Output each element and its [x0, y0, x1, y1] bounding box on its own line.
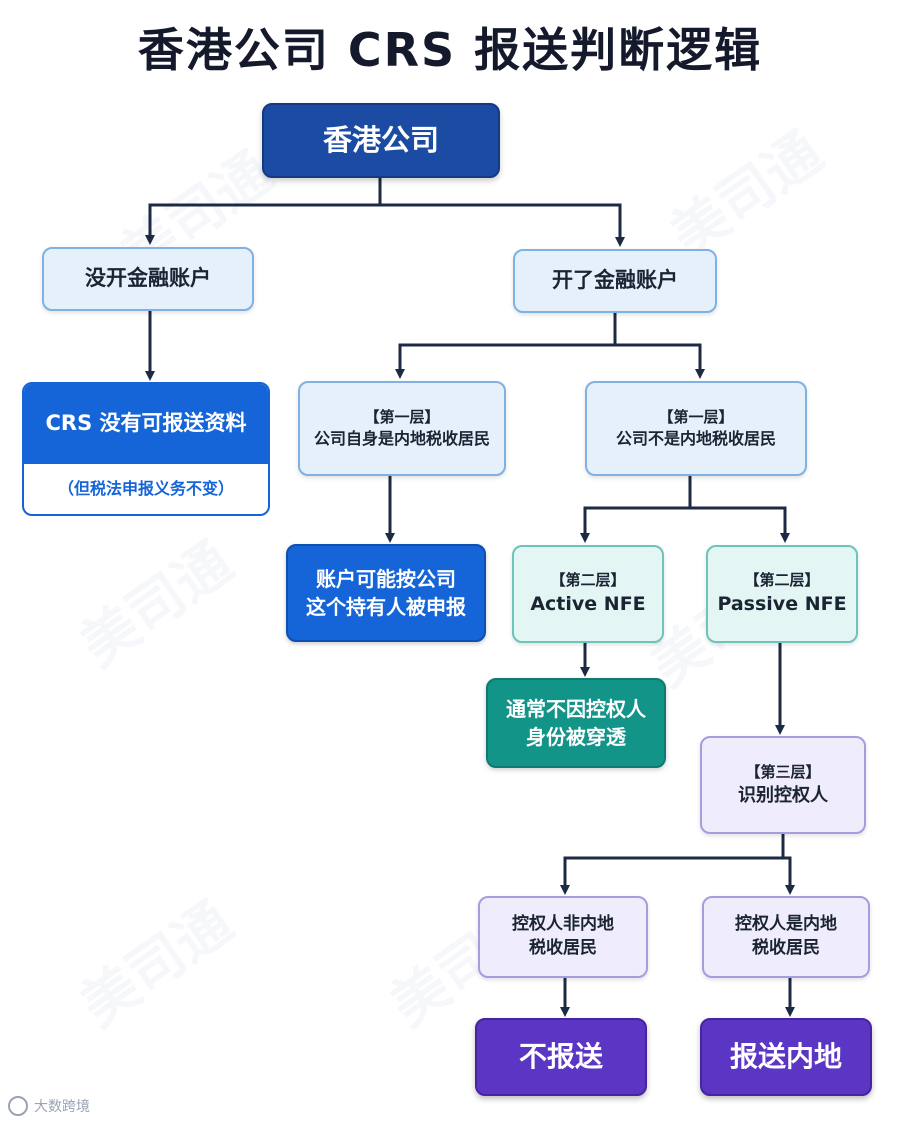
connector-layer1-right — [580, 476, 692, 543]
connector-root-split — [145, 178, 382, 245]
diagram-title: 香港公司 CRS 报送判断逻辑 — [137, 23, 763, 77]
not-lookthrough-node: 通常不因控权人 身份被穿透 — [486, 678, 666, 768]
connector-account-split — [395, 313, 617, 379]
controller-yes-line1: 控权人是内地 — [735, 914, 837, 935]
connector-root-split — [380, 203, 625, 247]
report-company-line2: 这个持有人被申报 — [306, 595, 466, 619]
controller-non-line1: 控权人非内地 — [512, 914, 614, 935]
no-account-node: 没开金融账户 — [42, 247, 254, 311]
no-report-note: （但税法申报义务不变） — [57, 478, 234, 498]
passive-nfe-node: 【第二层】 Passive NFE — [706, 545, 858, 643]
result-no-report-node: 不报送 — [475, 1018, 647, 1096]
not-lookthrough-line1: 通常不因控权人 — [506, 697, 646, 721]
layer1-left-label: 公司自身是内地税收居民 — [313, 428, 490, 448]
no-report-node: CRS 没有可报送资料 （但税法申报义务不变） — [22, 382, 270, 516]
layer2-tag: 【第二层】 — [744, 571, 820, 590]
root-label: 香港公司 — [322, 123, 439, 158]
no-account-label: 没开金融账户 — [85, 266, 211, 291]
result-yes-label: 报送内地 — [729, 1040, 842, 1074]
layer1-tag: 【第一层】 — [658, 407, 734, 426]
layer1-right-label: 公司不是内地税收居民 — [615, 428, 776, 448]
passive-nfe-label: Passive NFE — [717, 593, 847, 616]
connector-account-split — [615, 343, 705, 379]
has-account-label: 开了金融账户 — [552, 268, 678, 293]
active-nfe-node: 【第二层】 Active NFE — [512, 545, 664, 643]
layer2-tag: 【第二层】 — [550, 571, 626, 590]
layer1-left-node: 【第一层】 公司自身是内地税收居民 — [298, 381, 506, 476]
layer1-right-node: 【第一层】 公司不是内地税收居民 — [585, 381, 807, 476]
connector-layer1-right — [690, 506, 790, 543]
active-nfe-label: Active NFE — [530, 593, 646, 616]
not-lookthrough-line2: 身份被穿透 — [526, 725, 626, 749]
layer3-label: 识别控权人 — [738, 784, 828, 806]
controller-non-resident-node: 控权人非内地 税收居民 — [478, 896, 648, 978]
brand-logo-icon — [8, 1096, 28, 1116]
root-node: 香港公司 — [262, 103, 500, 178]
has-account-node: 开了金融账户 — [513, 249, 717, 313]
layer3-node: 【第三层】 识别控权人 — [700, 736, 866, 834]
connector-layer3-split — [560, 834, 785, 895]
connector-layer3-split — [783, 856, 795, 895]
result-no-label: 不报送 — [518, 1040, 603, 1074]
footer-logo: 大数跨境 — [8, 1096, 90, 1116]
no-report-title: CRS 没有可报送资料 — [24, 384, 268, 464]
controller-non-line2: 税收居民 — [529, 938, 597, 958]
report-company-line1: 账户可能按公司 — [316, 567, 456, 591]
layer1-tag: 【第一层】 — [364, 407, 440, 426]
controller-yes-line2: 税收居民 — [752, 938, 820, 958]
result-report-node: 报送内地 — [700, 1018, 872, 1096]
layer3-tag: 【第三层】 — [745, 762, 821, 781]
footer-brand-text: 大数跨境 — [34, 1099, 90, 1115]
report-company-node: 账户可能按公司 这个持有人被申报 — [286, 544, 486, 642]
controller-resident-node: 控权人是内地 税收居民 — [702, 896, 870, 978]
